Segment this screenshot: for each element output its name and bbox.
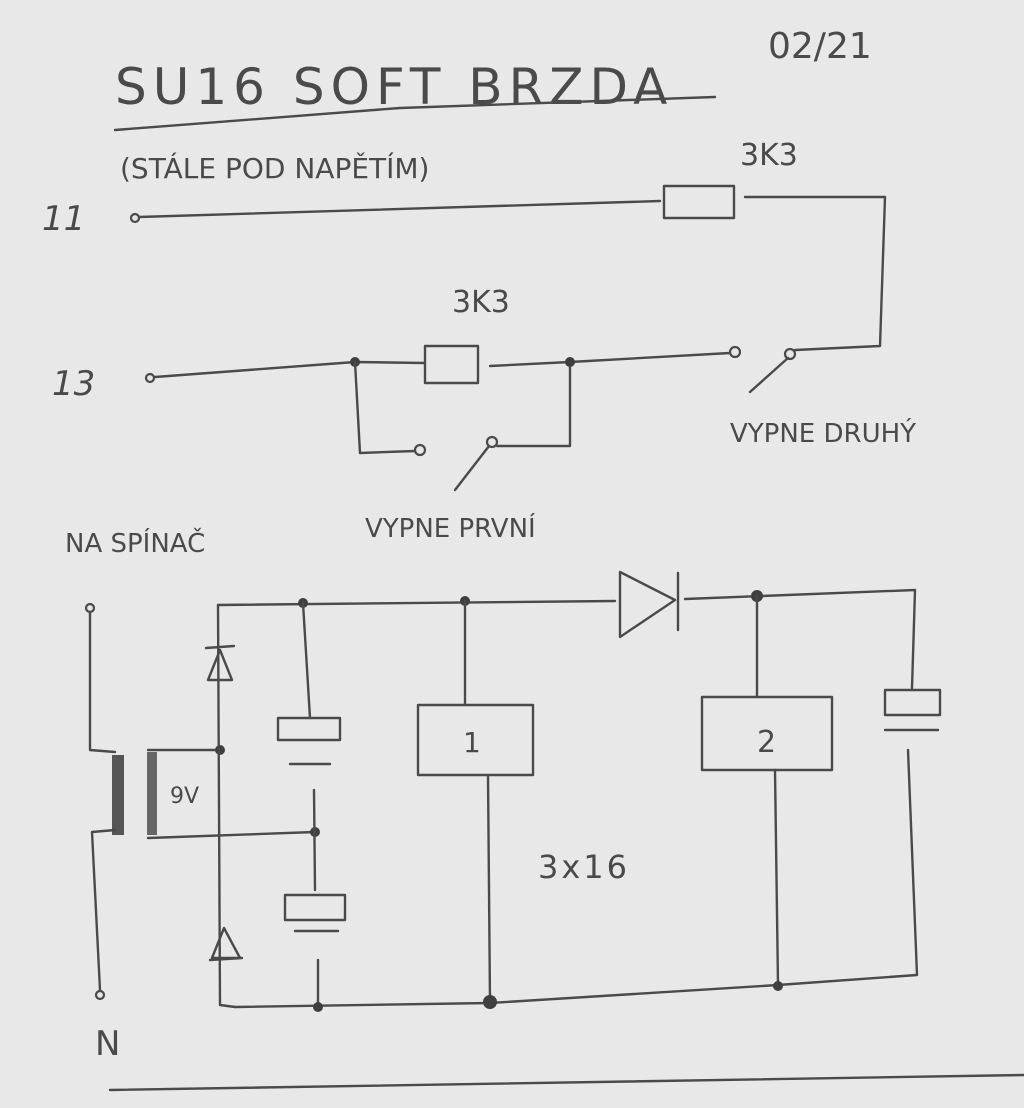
relay-1	[416, 703, 535, 777]
junction	[313, 1002, 323, 1012]
switch-contact	[783, 347, 797, 361]
relay-2-label: 2	[757, 725, 776, 760]
wire	[743, 195, 887, 352]
diode-series	[618, 570, 680, 639]
terminal-11	[129, 212, 141, 224]
switch-second-lever	[748, 356, 790, 394]
relay-1-label: 1	[463, 726, 481, 759]
terminal-13	[144, 372, 156, 384]
diode-lower	[208, 926, 244, 962]
switch-first-lever	[453, 444, 491, 492]
capacitor-1-plate	[276, 716, 342, 742]
switch-contact	[728, 345, 742, 359]
terminal-neutral	[94, 989, 106, 1001]
resistor-mid	[423, 344, 480, 385]
wire	[353, 360, 417, 455]
diode-upper	[204, 644, 236, 682]
title-underline	[113, 95, 717, 132]
switch-contact	[485, 435, 499, 449]
sketch-title: SU16 SOFT BRZDA	[115, 58, 673, 116]
capacitor-3	[776, 728, 940, 987]
wire	[137, 199, 662, 219]
wire	[90, 828, 117, 992]
transformer-voltage-label: 9V	[170, 784, 199, 809]
junction	[215, 745, 225, 755]
terminal-13-label: 13	[52, 364, 95, 404]
resistor-top	[662, 184, 736, 220]
switch-input-label: NA SPÍNAČ	[65, 527, 205, 559]
wire	[88, 610, 117, 754]
terminal-11-label: 11	[42, 199, 85, 239]
capacitor-1	[288, 762, 332, 892]
capacitor-note: 3x16	[538, 848, 630, 886]
date-label: 02/21	[768, 26, 872, 67]
switch-second-label: VYPNE DRUHÝ	[730, 417, 916, 449]
top-rail	[216, 599, 617, 607]
capacitor-3-plate	[883, 688, 942, 717]
resistor-top-label: 3K3	[740, 138, 798, 173]
bottom-divider	[108, 1073, 1024, 1092]
neutral-label: N	[95, 1024, 120, 1064]
wire	[301, 601, 312, 720]
wire	[146, 830, 317, 840]
resistor-mid-label: 3K3	[452, 285, 510, 320]
wire	[773, 768, 780, 987]
junction	[483, 995, 497, 1009]
switch-first-label: VYPNE PRVNÍ	[365, 512, 536, 544]
transformer-primary	[112, 755, 124, 835]
relay-2	[700, 695, 834, 772]
wire	[216, 603, 237, 1009]
wire	[568, 351, 732, 364]
subtitle: (STÁLE POD NAPĚTÍM)	[120, 151, 429, 185]
capacitor-2-plate	[283, 893, 347, 922]
junction	[565, 357, 575, 367]
transformer-secondary	[147, 752, 157, 835]
switch-contact	[413, 443, 427, 457]
capacitor-2	[293, 929, 340, 1010]
junction	[773, 981, 783, 991]
wire	[488, 360, 572, 448]
wire	[486, 773, 492, 1005]
